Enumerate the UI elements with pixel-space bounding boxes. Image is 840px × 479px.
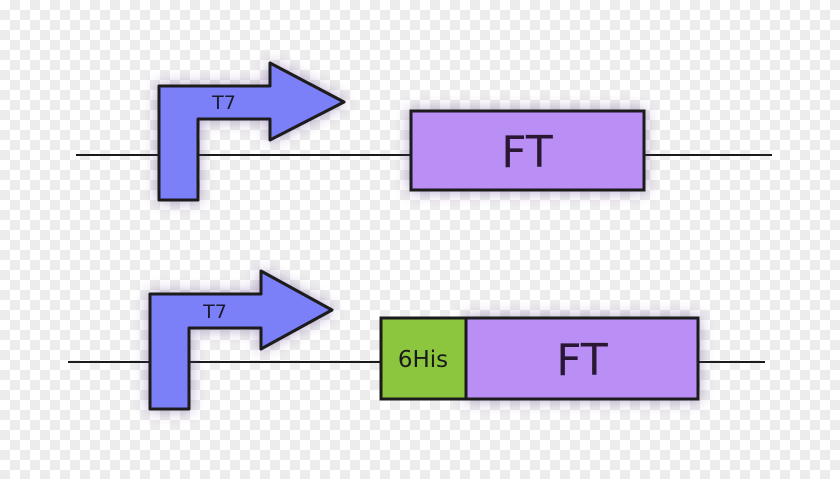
gene-box	[409, 109, 646, 192]
his-tag-label: 6His	[398, 347, 448, 373]
his-tag-box	[379, 316, 468, 401]
construct-1: T7 FT	[76, 61, 772, 202]
promoter-label: T7	[202, 301, 227, 323]
promoter-arrow	[148, 269, 334, 411]
promoter-arrow	[157, 61, 346, 202]
gene-box	[464, 316, 700, 401]
construct-2: T7 FT 6His	[68, 269, 765, 411]
gene-label: FT	[556, 335, 608, 386]
gene-label: FT	[501, 127, 553, 178]
promoter-label: T7	[211, 92, 236, 114]
